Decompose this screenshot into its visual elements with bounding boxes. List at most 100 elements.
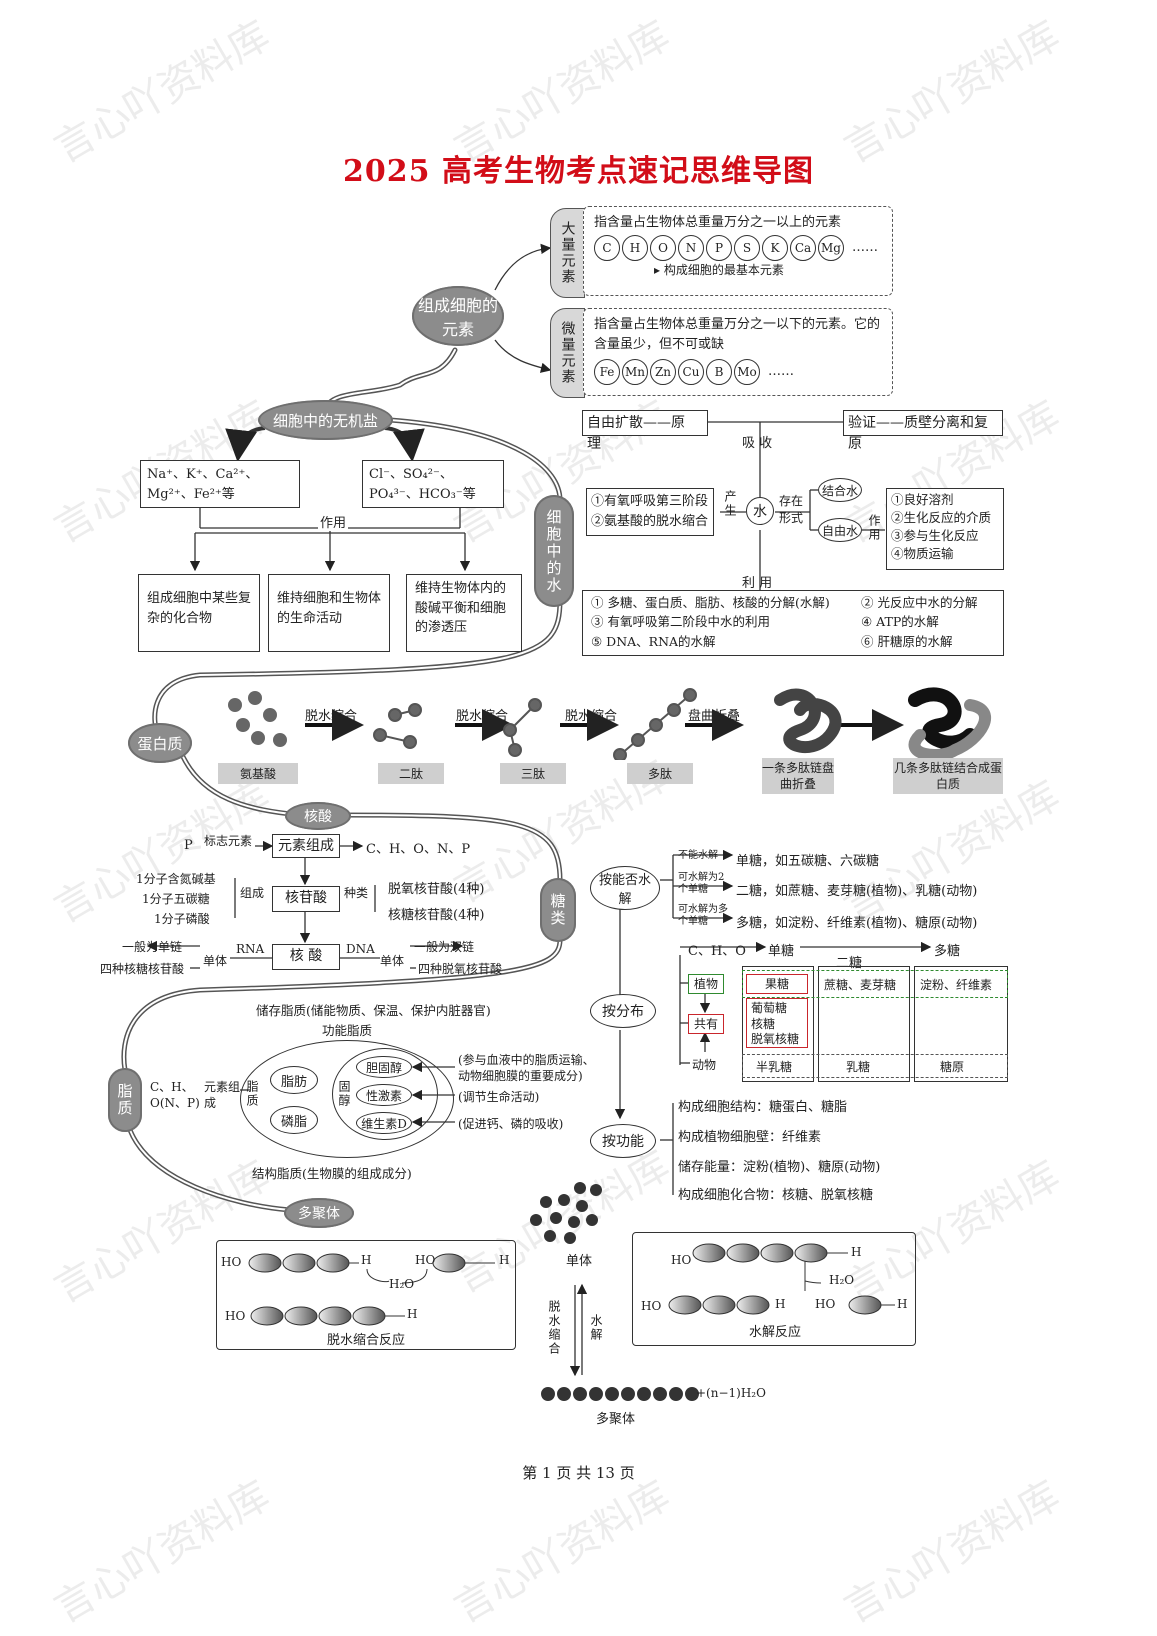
salt-role-1: 组成细胞中某些复杂的化合物 bbox=[138, 574, 260, 652]
plant-mono: 果糖 bbox=[746, 974, 808, 994]
water-center: 水 bbox=[746, 497, 774, 525]
anions-box: Cl⁻、SO₄²⁻、PO₄³⁻、HCO₃⁻等 bbox=[362, 460, 504, 508]
hydro-h-1: H bbox=[851, 1245, 862, 1259]
micro-element-zn: Zn bbox=[650, 359, 676, 386]
sugar-by-distribution: 按分布 bbox=[590, 994, 656, 1028]
water-use-5: ⑤ DNA、RNA的水解 bbox=[591, 633, 716, 649]
hydro-h-3: H bbox=[897, 1297, 908, 1311]
sterol-note-1: (参与血液中的脂质运输、动物细胞膜的重要成分) bbox=[458, 1053, 595, 1084]
animal-row-highlight bbox=[742, 1054, 1008, 1078]
sterol-note-3: (促进钙、磷的吸收) bbox=[458, 1117, 564, 1131]
hydro-ho-1: HO bbox=[671, 1253, 692, 1267]
macro-more: …… bbox=[852, 240, 878, 256]
page-title: 2025 高考生物考点速记思维导图 bbox=[343, 154, 814, 189]
hub-protein: 蛋白质 bbox=[128, 723, 192, 763]
dehy-ho-2: HO bbox=[415, 1253, 436, 1267]
water-produce-1: ①有氧呼吸第三阶段 bbox=[591, 494, 709, 509]
stage-tripeptide: 三肽 bbox=[500, 763, 566, 784]
hydrolysis-diagram bbox=[668, 1243, 895, 1315]
dist-animal: 动物 bbox=[692, 1058, 717, 1072]
salt-role-label: 作用 bbox=[318, 512, 349, 531]
water-bound: 结合水 bbox=[818, 478, 862, 502]
micro-element-mn: Mn bbox=[622, 359, 648, 386]
micro-element-b: B bbox=[706, 359, 732, 386]
plant-poly: 淀粉、纤维素 bbox=[920, 978, 993, 992]
water-absorb-label: 吸 收 bbox=[742, 436, 773, 451]
macro-label-tab: 大量元素 bbox=[550, 208, 585, 298]
nucleic-elements: C、H、O、N、P bbox=[366, 842, 471, 857]
hub-water: 细胞中的水 bbox=[534, 495, 574, 607]
sterol-sex-hormone: 性激素 bbox=[356, 1084, 412, 1106]
lipid-structural: 结构脂质(生物膜的组成成分) bbox=[252, 1166, 412, 1181]
nucleic-p-label: P bbox=[184, 838, 193, 853]
free-role-2: ②生化反应的介质 bbox=[891, 510, 992, 526]
dna-monomer-label: 单体 bbox=[380, 954, 405, 968]
hub-sugar: 糖类 bbox=[540, 878, 576, 942]
hydro-cond-1: 不能水解 bbox=[678, 850, 718, 861]
kind-ribo: 核糖核苷酸(4种) bbox=[388, 908, 485, 923]
water-free-roles-box: ①良好溶剂 ②生化反应的介质 ③参与生化反应 ④物质运输 bbox=[886, 488, 1004, 570]
page-footer: 第 1 页 共 13 页 bbox=[522, 1464, 635, 1482]
nucleotide-box: 核苷酸 bbox=[272, 886, 340, 912]
polymer-equation-tail: +(n−1)H₂O bbox=[696, 1386, 766, 1400]
sterol-cholesterol: 胆固醇 bbox=[356, 1056, 412, 1078]
hydro-h2o: H₂O bbox=[829, 1273, 855, 1287]
sterol-ellipse bbox=[332, 1048, 438, 1140]
chain-di: 二糖 bbox=[836, 956, 863, 971]
water-produce-2: ②氨基酸的脱水缩合 bbox=[591, 513, 709, 529]
chain-cho: C、H、O bbox=[688, 944, 746, 959]
part-sugar: 1分子五碳糖 bbox=[142, 892, 210, 906]
dist-common: 共有 bbox=[688, 1014, 724, 1034]
water-use-6: ⑥ 肝糖原的水解 bbox=[861, 633, 953, 649]
dehydration-diagram bbox=[248, 1253, 495, 1326]
stage-amino-acid: 氨基酸 bbox=[218, 763, 298, 784]
lipid-functional: 功能脂质 bbox=[322, 1023, 373, 1038]
dist-column-mono bbox=[742, 966, 814, 1082]
micro-label-tab: 微量元素 bbox=[550, 308, 585, 398]
water-diffusion-box: 自由扩散——原 理 bbox=[582, 410, 708, 452]
micro-element-mo: Mo bbox=[734, 359, 760, 386]
water-free: 自由水 bbox=[818, 518, 862, 542]
protein-step-4: 盘曲折叠 bbox=[688, 709, 741, 724]
dna-units: 四种脱氧核苷酸 bbox=[418, 962, 503, 976]
rna-label: RNA bbox=[236, 942, 265, 956]
macro-element-p: P bbox=[706, 235, 732, 262]
water-produce-box: ①有氧呼吸第三阶段 ②氨基酸的脱水缩合 bbox=[586, 488, 714, 536]
water-use-label: 利 用 bbox=[742, 576, 773, 591]
micro-more: …… bbox=[768, 364, 794, 380]
lipid-elements-label: 元素组成 bbox=[204, 1080, 241, 1110]
common-mono-box: 葡萄糖 核糖 脱氧核糖 bbox=[746, 998, 808, 1048]
stage-folded-chain: 一条多肽链盘曲折叠 bbox=[762, 758, 834, 795]
monomer-dots bbox=[530, 1182, 602, 1244]
hub-water-label: 细胞中的水 bbox=[544, 508, 563, 594]
macro-note: 构成细胞的最基本元素 bbox=[663, 263, 784, 278]
dehydration-caption: 脱水缩合反应 bbox=[327, 1333, 406, 1348]
macro-element-k: K bbox=[762, 235, 788, 262]
rna-units: 四种核糖核苷酸 bbox=[100, 962, 185, 976]
macro-element-h: H bbox=[622, 235, 648, 262]
part-base: 1分子含氮碱基 bbox=[136, 872, 216, 886]
lipid-elements: C、H、O(N、P) bbox=[150, 1080, 200, 1110]
dehy-h-3: H bbox=[407, 1307, 418, 1321]
kind-deoxy: 脱氧核苷酸(4种) bbox=[388, 882, 485, 897]
water-use-1: ① 多糖、蛋白质、脂肪、核酸的分解(水解) bbox=[591, 595, 830, 610]
lipid-phospholipid: 磷脂 bbox=[270, 1106, 318, 1134]
sterol-note-2: (调节生命活动) bbox=[458, 1090, 540, 1104]
nucleic-acid-box: 核 酸 bbox=[272, 944, 340, 970]
animal-di: 乳糖 bbox=[846, 1060, 871, 1074]
dna-strand: 一般为双链 bbox=[414, 940, 475, 954]
sterol-vitamin-d: 维生素D bbox=[356, 1112, 412, 1134]
free-role-3: ③参与生化反应 bbox=[891, 528, 979, 544]
common-ribose: 核糖 bbox=[751, 1016, 776, 1031]
water-uses-box: ① 多糖、蛋白质、脂肪、核酸的分解(水解)② 光反应中水的分解 ③ 有氧呼吸第二… bbox=[582, 590, 1004, 656]
func-row-1: 构成细胞结构：糖蛋白、糖脂 bbox=[678, 1100, 848, 1115]
polymer-chain bbox=[541, 1387, 699, 1401]
free-role-1: ①良好溶剂 bbox=[891, 492, 954, 507]
water-produce-label: 产生 bbox=[723, 490, 737, 518]
nucleic-compose-label: 组成 bbox=[240, 886, 265, 900]
sugar-by-hydrolysis: 按能否水解 bbox=[590, 866, 660, 910]
